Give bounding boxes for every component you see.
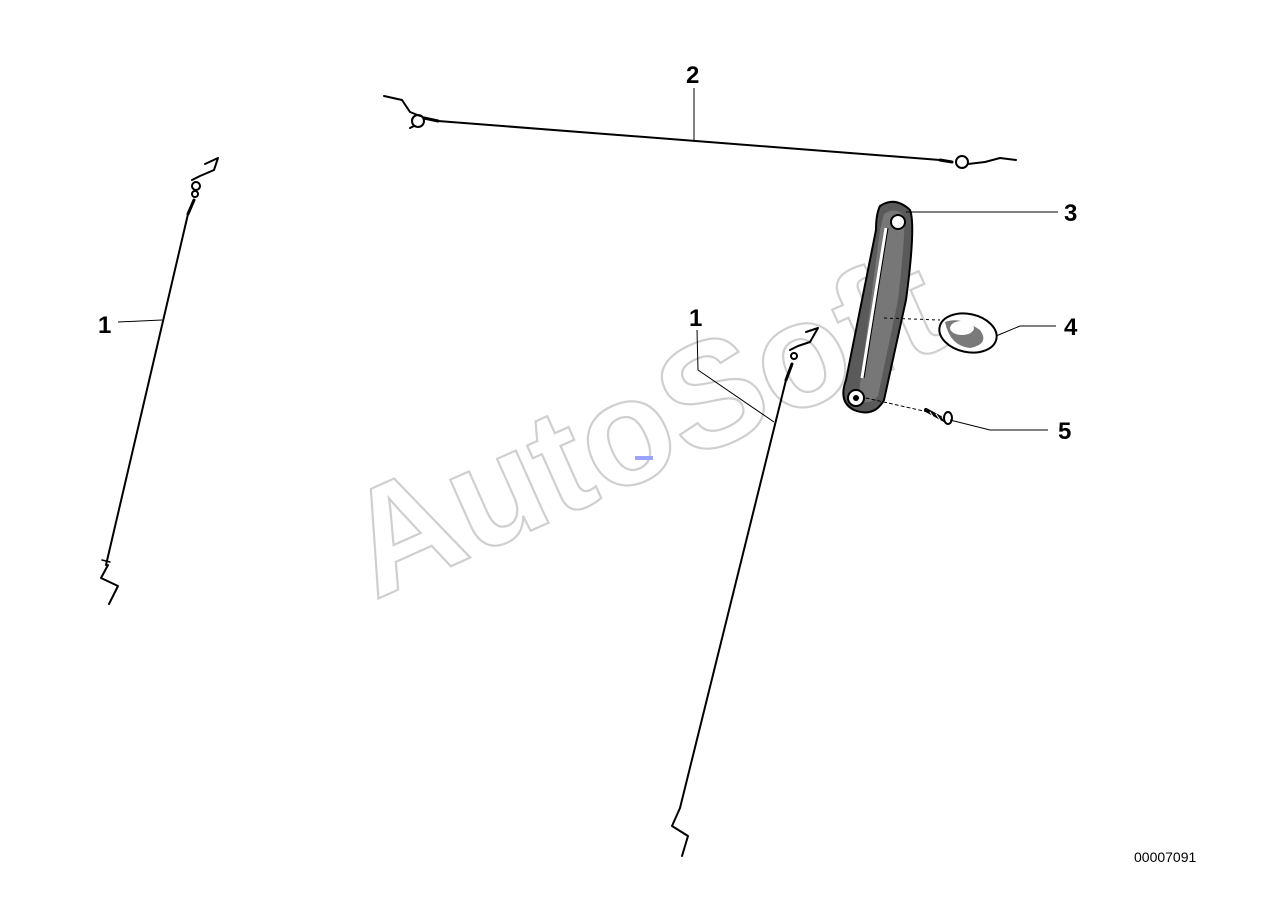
callout-3: 3 [1064,200,1077,227]
leader-1b [696,329,775,423]
callout-1-right: 1 [689,305,702,332]
callout-1-left: 1 [98,312,111,339]
leader-lines [117,88,1058,431]
rod-right [671,327,819,857]
rod-left [100,157,219,605]
callout-5: 5 [1058,418,1071,445]
screw [865,397,953,425]
leader-4 [995,325,1056,337]
callout-4: 4 [1064,314,1078,341]
lever-arm [842,200,914,414]
leader-5 [949,419,1048,431]
watermark-mark [635,456,653,460]
knob [883,312,998,354]
leader-1a [117,319,163,323]
rod-top [383,95,1017,169]
callout-2: 2 [686,62,699,89]
document-number: 00007091 [1134,849,1197,865]
